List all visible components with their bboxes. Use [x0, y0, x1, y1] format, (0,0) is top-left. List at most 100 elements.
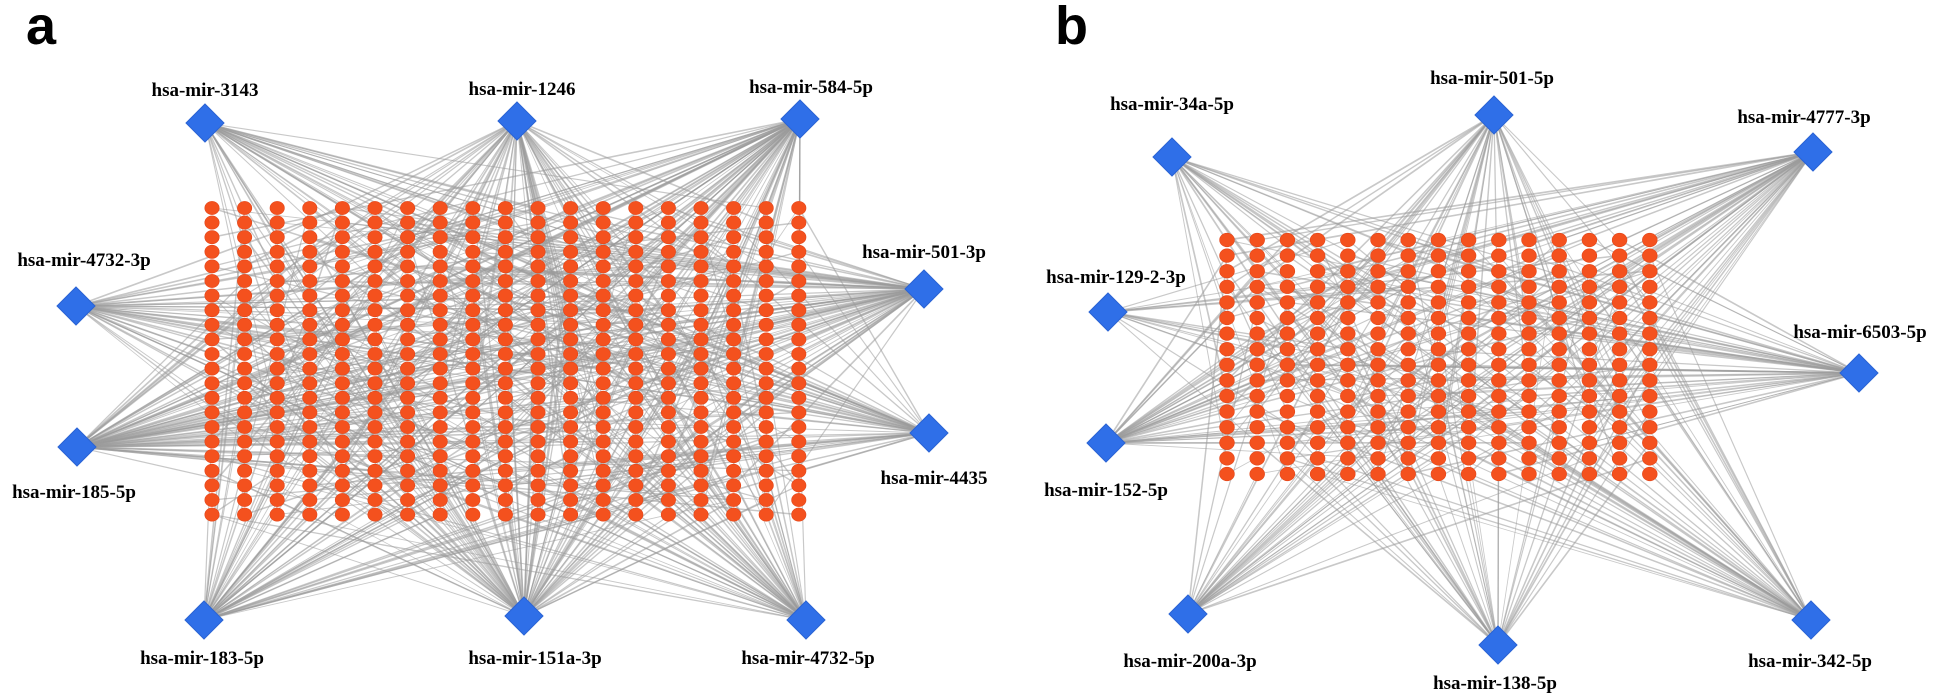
gene-node[interactable]	[595, 390, 611, 405]
gene-node[interactable]	[628, 507, 644, 522]
gene-node[interactable]	[758, 230, 774, 245]
gene-node[interactable]	[1279, 388, 1296, 404]
gene-node[interactable]	[1581, 326, 1598, 341]
gene-node[interactable]	[432, 449, 448, 464]
gene-node[interactable]	[693, 361, 709, 376]
gene-node[interactable]	[1279, 435, 1296, 450]
gene-node[interactable]	[1430, 451, 1447, 466]
gene-node[interactable]	[367, 317, 383, 332]
gene-node[interactable]	[204, 274, 220, 288]
gene-node[interactable]	[530, 244, 546, 259]
gene-node[interactable]	[465, 303, 481, 318]
gene-node[interactable]	[237, 449, 253, 464]
gene-node[interactable]	[237, 376, 253, 391]
gene-node[interactable]	[497, 244, 513, 259]
gene-node[interactable]	[1521, 404, 1537, 419]
gene-node[interactable]	[269, 405, 285, 420]
gene-node[interactable]	[465, 507, 481, 522]
gene-node[interactable]	[726, 478, 742, 493]
gene-node[interactable]	[1581, 435, 1598, 450]
gene-node[interactable]	[367, 332, 383, 347]
gene-node[interactable]	[758, 303, 774, 318]
gene-node[interactable]	[530, 376, 546, 391]
gene-node[interactable]	[595, 376, 611, 391]
gene-node[interactable]	[497, 303, 513, 318]
gene-node[interactable]	[791, 274, 807, 288]
gene-node[interactable]	[1400, 279, 1416, 294]
gene-node[interactable]	[432, 420, 448, 434]
gene-node[interactable]	[758, 507, 774, 522]
gene-node[interactable]	[1430, 388, 1447, 404]
gene-node[interactable]	[1279, 404, 1296, 419]
gene-node[interactable]	[660, 259, 676, 274]
gene-node[interactable]	[660, 449, 676, 464]
gene-node[interactable]	[302, 478, 318, 493]
gene-node[interactable]	[432, 493, 448, 507]
gene-node[interactable]	[400, 332, 416, 347]
gene-node[interactable]	[758, 405, 774, 420]
gene-node[interactable]	[1611, 404, 1628, 419]
gene-node[interactable]	[530, 463, 546, 478]
gene-node[interactable]	[1249, 388, 1265, 404]
gene-node[interactable]	[628, 288, 644, 303]
gene-node[interactable]	[1521, 420, 1537, 435]
gene-node[interactable]	[497, 434, 513, 449]
gene-node[interactable]	[1611, 357, 1628, 372]
gene-node[interactable]	[334, 463, 350, 478]
gene-node[interactable]	[1642, 357, 1658, 372]
gene-node[interactable]	[595, 259, 611, 274]
gene-node[interactable]	[302, 347, 318, 361]
mirna-node-hsa-mir-4732-5p[interactable]	[786, 600, 826, 640]
gene-node[interactable]	[1279, 264, 1296, 279]
gene-node[interactable]	[1430, 435, 1447, 450]
gene-node[interactable]	[530, 274, 546, 288]
gene-node[interactable]	[1400, 342, 1416, 357]
gene-node[interactable]	[204, 405, 220, 420]
gene-node[interactable]	[237, 478, 253, 493]
gene-node[interactable]	[1611, 342, 1628, 357]
gene-node[interactable]	[497, 259, 513, 274]
gene-node[interactable]	[269, 274, 285, 288]
gene-node[interactable]	[367, 420, 383, 434]
gene-node[interactable]	[1370, 342, 1386, 357]
gene-node[interactable]	[1611, 373, 1628, 388]
gene-node[interactable]	[1491, 295, 1507, 310]
gene-node[interactable]	[693, 463, 709, 478]
gene-node[interactable]	[237, 244, 253, 259]
gene-node[interactable]	[726, 215, 742, 230]
gene-node[interactable]	[1370, 264, 1386, 279]
gene-node[interactable]	[367, 507, 383, 522]
gene-node[interactable]	[1309, 357, 1326, 372]
gene-node[interactable]	[1219, 279, 1235, 294]
gene-node[interactable]	[530, 420, 546, 434]
gene-node[interactable]	[1249, 264, 1265, 279]
gene-node[interactable]	[334, 478, 350, 493]
gene-node[interactable]	[400, 434, 416, 449]
gene-node[interactable]	[758, 493, 774, 507]
gene-node[interactable]	[1491, 466, 1507, 482]
gene-node[interactable]	[204, 230, 220, 245]
gene-node[interactable]	[302, 434, 318, 449]
gene-node[interactable]	[1370, 357, 1386, 372]
gene-node[interactable]	[334, 259, 350, 274]
gene-node[interactable]	[432, 463, 448, 478]
gene-node[interactable]	[1611, 451, 1628, 466]
gene-node[interactable]	[693, 434, 709, 449]
gene-node[interactable]	[1491, 342, 1507, 357]
gene-node[interactable]	[726, 493, 742, 507]
gene-node[interactable]	[1219, 357, 1235, 372]
gene-node[interactable]	[1279, 342, 1296, 357]
gene-node[interactable]	[1430, 295, 1447, 310]
gene-node[interactable]	[628, 361, 644, 376]
gene-node[interactable]	[758, 274, 774, 288]
gene-node[interactable]	[1642, 373, 1658, 388]
mirna-node-hsa-mir-501-5p[interactable]	[1474, 95, 1514, 135]
gene-node[interactable]	[400, 201, 416, 215]
gene-node[interactable]	[497, 347, 513, 361]
gene-node[interactable]	[1611, 279, 1628, 294]
gene-node[interactable]	[237, 230, 253, 245]
gene-node[interactable]	[563, 288, 579, 303]
gene-node[interactable]	[367, 434, 383, 449]
gene-node[interactable]	[400, 288, 416, 303]
gene-node[interactable]	[1309, 404, 1326, 419]
